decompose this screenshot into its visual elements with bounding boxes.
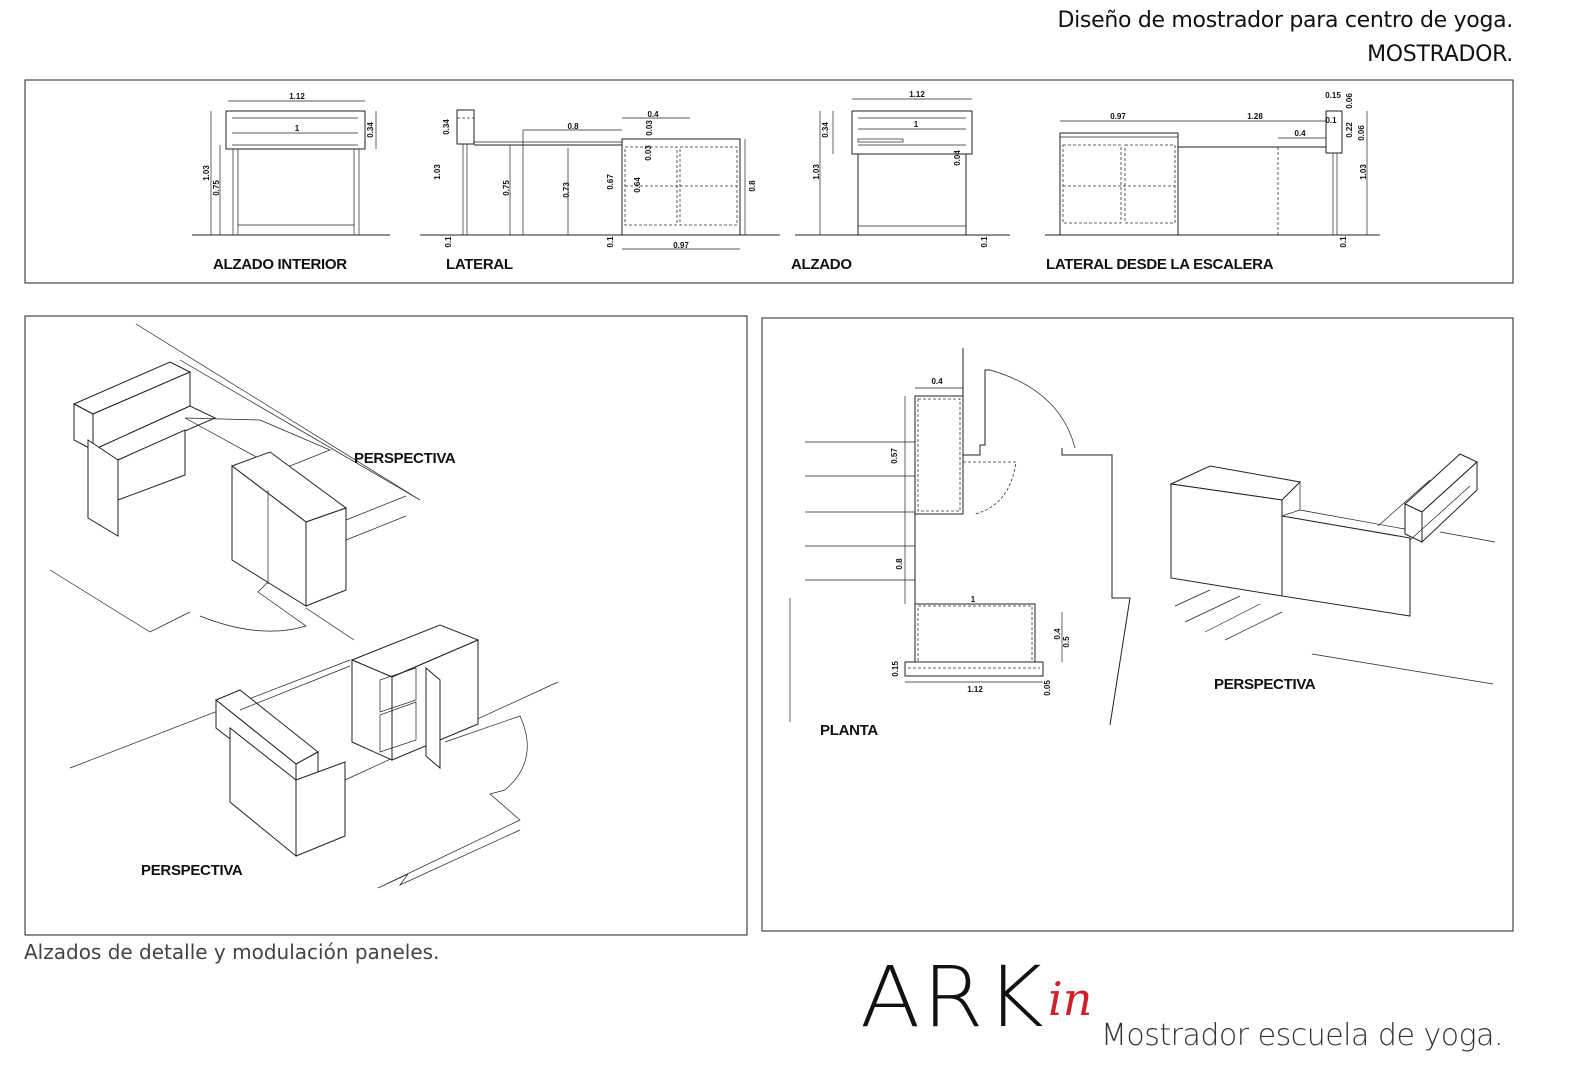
dimension-label: 0.1 <box>1339 236 1348 248</box>
dimension-label: 1 <box>914 120 919 129</box>
floor-plan: 0.4 0.57 0.8 1 0.4 0.5 0.15 1.12 0.05 PL… <box>789 348 1131 739</box>
dimension-label: 0.4 <box>1294 129 1306 138</box>
plan-frame <box>761 317 1514 932</box>
dimension-label: 0.06 <box>1357 125 1366 141</box>
dimension-label: 1 <box>971 595 976 604</box>
dimension-label: 1.03 <box>812 164 821 180</box>
perspective-label-right: PERSPECTIVA <box>1214 676 1316 693</box>
caption-alzado-interior: ALZADO INTERIOR <box>213 256 347 273</box>
plan-caption: PLANTA <box>820 722 878 739</box>
dimension-label: 1.03 <box>1359 164 1368 180</box>
dimension-label: 0.73 <box>562 182 571 198</box>
dimension-label: 1.28 <box>1247 112 1263 121</box>
dimension-label: 0.15 <box>891 661 900 677</box>
perspectives-frame <box>24 315 748 936</box>
dimension-label: 1.12 <box>909 90 925 99</box>
dimension-label: 0.8 <box>748 180 757 192</box>
dimension-label: 0.4 <box>1053 628 1062 640</box>
dimension-label: 0.34 <box>366 122 375 138</box>
dimension-label: 0.75 <box>212 180 221 196</box>
dimension-label: 0.5 <box>1062 636 1071 648</box>
dimension-label: 0.03 <box>645 120 654 136</box>
sheet-title: Diseño de mostrador para centro de yoga. <box>1057 8 1513 33</box>
dimension-label: 1.12 <box>289 92 305 101</box>
dimension-label: 0.34 <box>442 119 451 135</box>
dimension-label: 0.05 <box>1043 680 1052 696</box>
dimension-label: 0.67 <box>606 174 615 190</box>
dimension-label: 1.03 <box>202 165 211 181</box>
sheet-subcaption: Alzados de detalle y modulación paneles. <box>24 940 440 964</box>
sheet-subtitle: MOSTRADOR. <box>1367 42 1513 67</box>
dimension-label: 0.22 <box>1345 122 1354 138</box>
elevation-lateral: 0.34 1.03 0.75 0.73 0.8 0.4 0.03 0.03 0.… <box>420 109 780 273</box>
dimension-label: 0.06 <box>1345 93 1354 109</box>
caption-lateral-escalera: LATERAL DESDE LA ESCALERA <box>1046 256 1274 273</box>
dimension-label: 0.57 <box>890 448 899 464</box>
dimension-label: 0.97 <box>673 241 689 250</box>
dimension-label: 0.97 <box>1110 112 1126 121</box>
perspective-top: PERSPECTIVA <box>49 323 456 641</box>
dimension-label: 0.15 <box>1325 91 1341 100</box>
dimension-label: 0.1 <box>980 236 989 248</box>
dimension-label: 0.4 <box>647 110 659 119</box>
caption-lateral: LATERAL <box>446 256 513 273</box>
elevation-lateral-escalera: 0.97 1.28 0.15 0.06 0.1 0.4 0.22 0.06 1.… <box>1045 91 1380 273</box>
dimension-label: 0.34 <box>821 122 830 138</box>
logo-tagline: Mostrador escuela de yoga. <box>1101 1018 1504 1053</box>
dimension-label: 0.8 <box>895 558 904 570</box>
dimension-label: 0.1 <box>444 236 453 248</box>
caption-alzado: ALZADO <box>791 256 852 273</box>
elevation-alzado: 1.12 1 0.34 1.03 0.04 0.1 ALZADO <box>791 90 1010 273</box>
dimension-label: 0.04 <box>953 150 962 166</box>
dimension-label: 0.64 <box>633 177 642 193</box>
perspective-bottom: PERSPECTIVA <box>69 624 559 889</box>
logo-accent: in <box>1048 972 1093 1026</box>
dimension-label: 0.75 <box>502 180 511 196</box>
elevations-frame <box>24 79 1514 284</box>
dimension-label: 0.4 <box>931 377 943 386</box>
perspective-right: PERSPECTIVA <box>1169 453 1496 693</box>
logo-ark: ARK <box>860 948 1046 1046</box>
perspective-label-top: PERSPECTIVA <box>354 450 456 467</box>
dimension-label: 1.12 <box>967 685 983 694</box>
dimension-label: 0.1 <box>1325 116 1337 125</box>
dimension-label: 0.8 <box>567 122 579 131</box>
dimension-label: 1.03 <box>433 164 442 180</box>
dimension-label: 0.1 <box>606 236 615 248</box>
elevation-alzado-interior: 1.12 1 0.34 1.03 0.75 ALZADO INTERIOR <box>192 92 390 273</box>
dimension-label: 0.03 <box>644 145 653 161</box>
perspective-label-bottom: PERSPECTIVA <box>141 862 243 879</box>
dimension-label: 1 <box>295 124 300 133</box>
